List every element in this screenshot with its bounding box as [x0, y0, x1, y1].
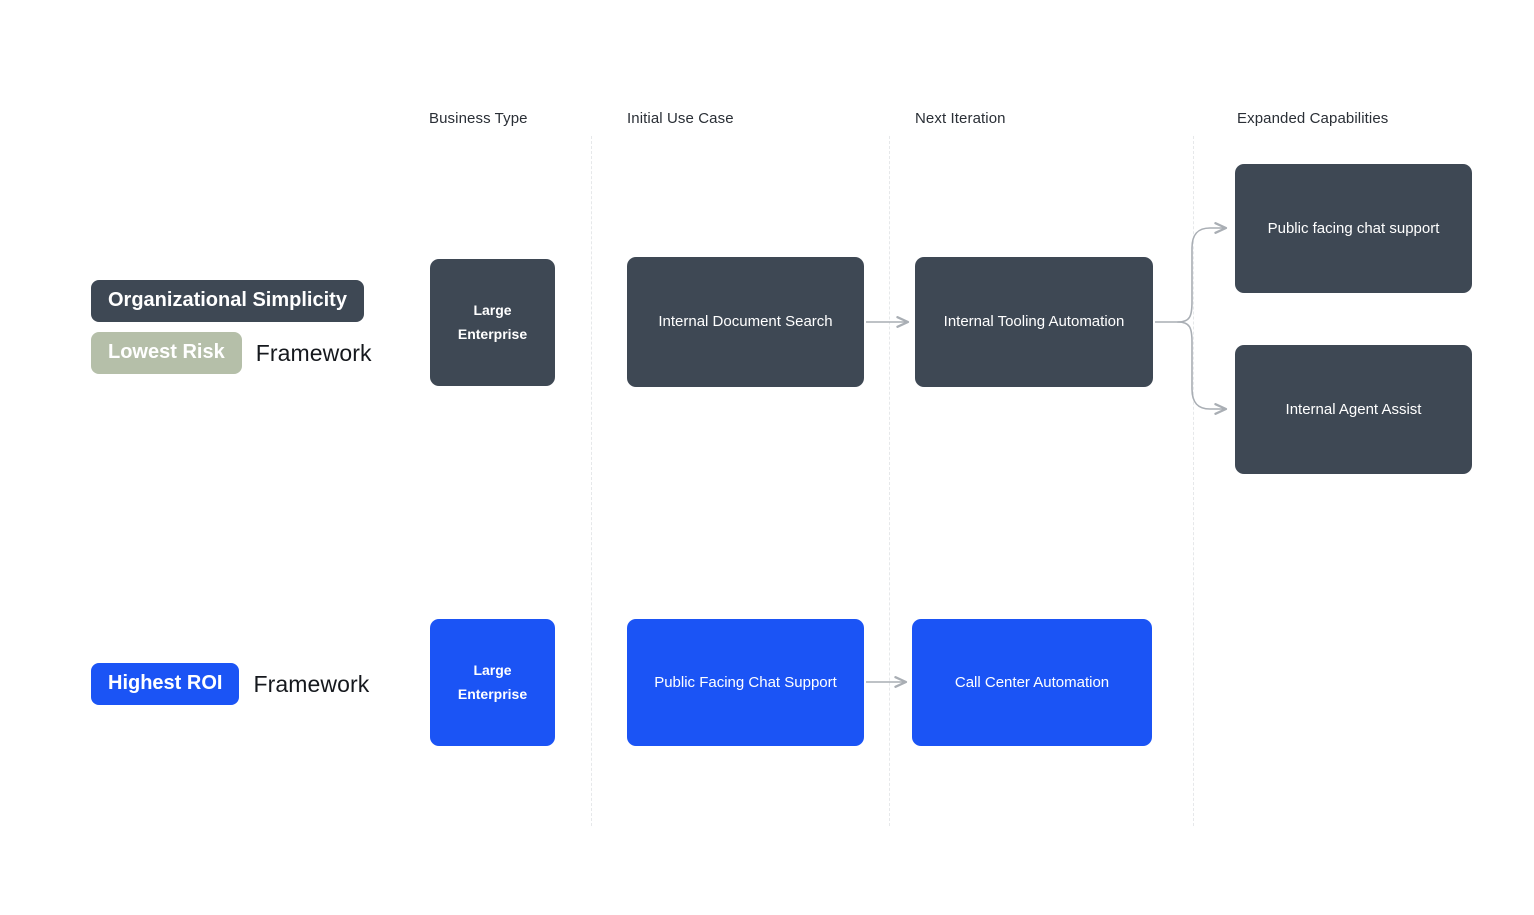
framework-badge-row-secondary: Lowest Risk Framework: [91, 332, 372, 374]
badge-lowest-risk: Lowest Risk: [91, 332, 242, 374]
column-divider-3: [1193, 136, 1194, 826]
node-internal-tooling-automation[interactable]: Internal Tooling Automation: [915, 257, 1153, 387]
column-header-initial-use-case: Initial Use Case: [627, 110, 734, 127]
node-internal-agent-assist[interactable]: Internal Agent Assist: [1235, 345, 1472, 474]
badge-organizational-simplicity: Organizational Simplicity: [91, 280, 364, 322]
framework-badge-row-primary: Organizational Simplicity: [91, 280, 364, 322]
column-header-next-iteration: Next Iteration: [915, 110, 1006, 127]
framework-suffix-label-2: Framework: [253, 670, 370, 697]
node-internal-document-search[interactable]: Internal Document Search: [627, 257, 864, 387]
column-header-expanded-capabilities: Expanded Capabilities: [1237, 110, 1389, 127]
arrow-tooling-to-agent: [1177, 321, 1228, 415]
badge-highest-roi: Highest ROI: [91, 663, 240, 705]
node-public-facing-chat-support[interactable]: Public Facing Chat Support: [627, 619, 864, 746]
framework-label-organizational-simplicity: Organizational Simplicity Lowest Risk Fr…: [91, 280, 372, 374]
column-divider-1: [591, 136, 592, 826]
node-call-center-automation[interactable]: Call Center Automation: [912, 619, 1152, 746]
column-divider-2: [889, 136, 890, 826]
framework-badge-row-highest-roi: Highest ROI Framework: [91, 663, 369, 705]
node-public-facing-chat-support-expanded[interactable]: Public facing chat support: [1235, 164, 1472, 293]
framework-suffix-label: Framework: [255, 339, 372, 366]
framework-label-highest-roi: Highest ROI Framework: [91, 663, 369, 705]
column-header-business-type: Business Type: [429, 110, 528, 127]
arrow-tooling-to-chat: [1177, 222, 1228, 323]
